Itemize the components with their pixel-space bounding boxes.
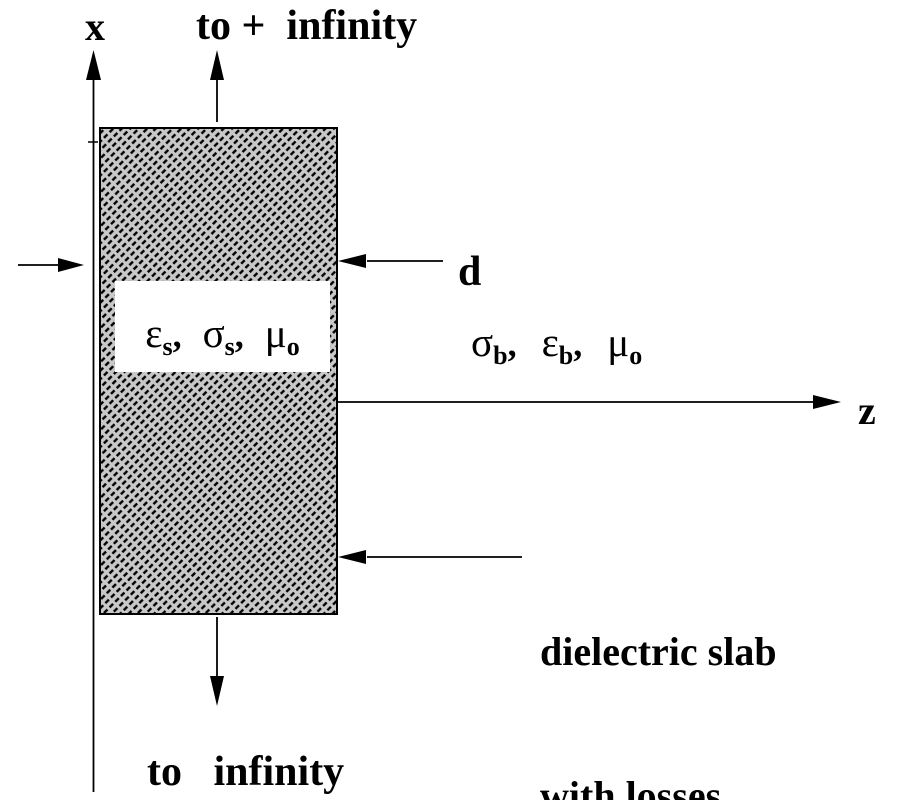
epsilon-b-symbol: ε xyxy=(541,319,559,365)
thickness-arrowhead xyxy=(338,254,366,268)
sigma-s-symbol: σ xyxy=(202,310,225,356)
slab-caption-line1: dielectric slab xyxy=(540,629,777,674)
caption-arrowhead xyxy=(338,550,366,564)
bottom-infinity-label: to infinity xyxy=(147,749,345,795)
incident-wave-arrowhead xyxy=(58,258,84,272)
to-infinity-arrowhead xyxy=(210,676,224,706)
background-material-part: εb, xyxy=(541,319,583,370)
slab-material-label: εs, σs, μo xyxy=(115,281,330,372)
to-plus-infinity-arrowhead xyxy=(210,50,224,80)
slab-material-box xyxy=(115,281,330,372)
epsilon-s-symbol: ε xyxy=(145,310,163,356)
z-axis-arrowhead xyxy=(813,395,841,409)
sigma-b-symbol: σ xyxy=(471,319,494,365)
slab-caption: dielectric slab with losses xyxy=(540,532,777,800)
slab-material-part: σs, xyxy=(202,310,244,361)
x-axis-arrowhead xyxy=(86,50,101,80)
top-infinity-label: to + infinity xyxy=(196,3,418,49)
thickness-label: d xyxy=(458,249,482,295)
mu-o-symbol: μ xyxy=(264,310,287,356)
z-axis-label: z xyxy=(858,388,876,433)
slab-caption-line2: with losses xyxy=(540,773,722,800)
x-axis-label: x xyxy=(85,4,105,49)
mu-o-symbol: μ xyxy=(607,319,630,365)
background-material-part: σb, xyxy=(471,319,517,370)
slab-material-part: εs, xyxy=(145,310,182,361)
slab-material-part: μo xyxy=(264,310,300,361)
background-material-label: σb, εb, μo xyxy=(471,318,642,371)
background-material-part: μo xyxy=(607,319,643,370)
